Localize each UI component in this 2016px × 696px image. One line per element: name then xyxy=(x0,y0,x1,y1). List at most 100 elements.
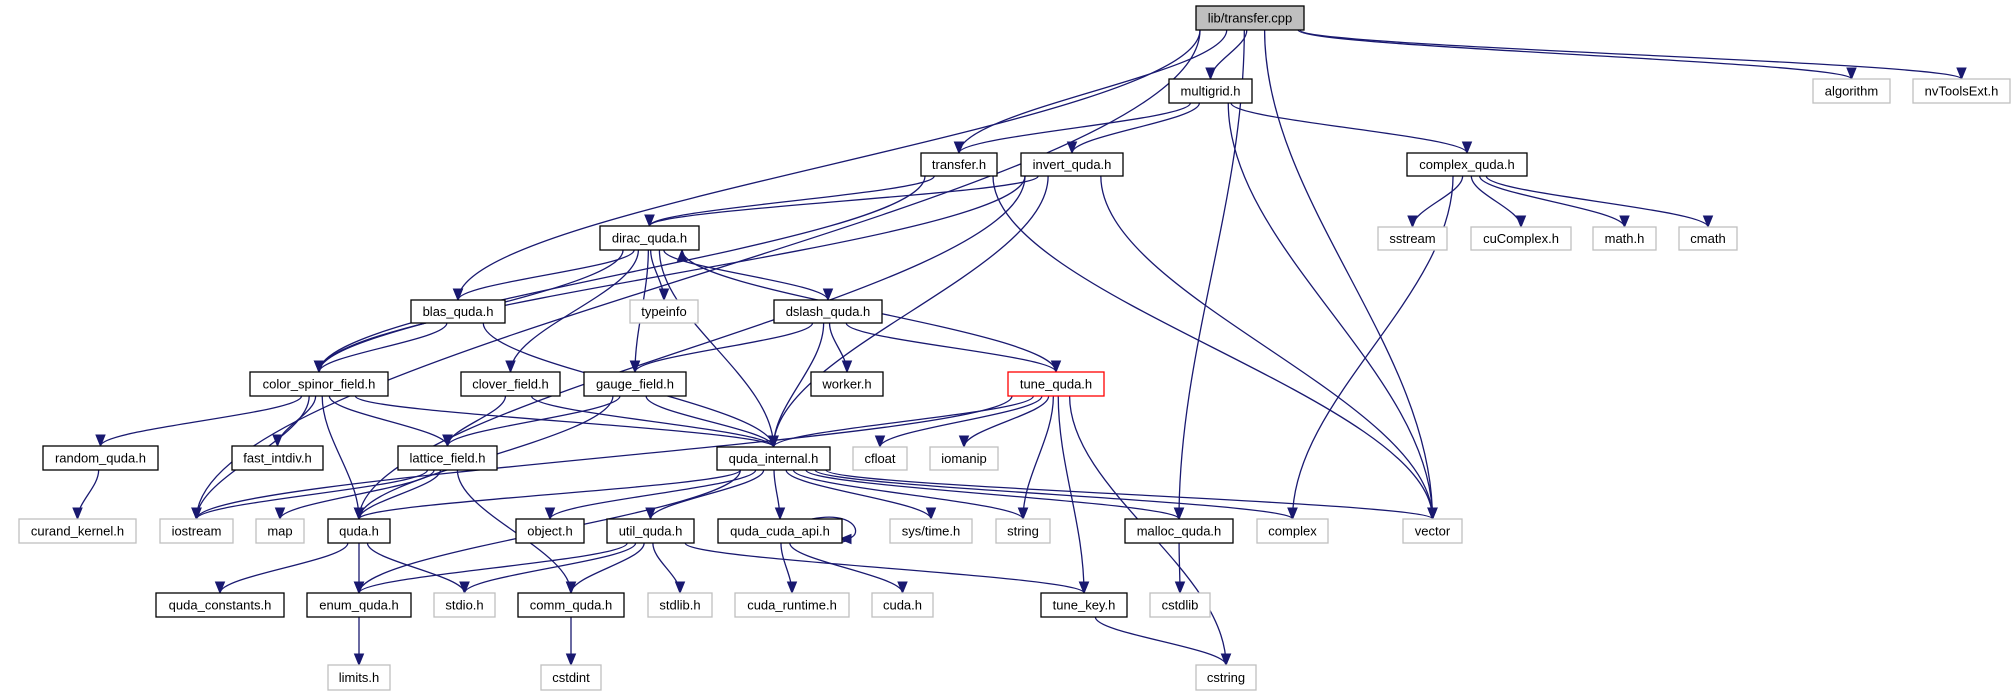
node-transfer-h[interactable]: transfer.h xyxy=(920,152,998,177)
node-dirac-quda-h[interactable]: dirac_quda.h xyxy=(599,225,700,251)
node-box xyxy=(599,225,700,251)
arrowhead-icon xyxy=(565,581,577,595)
edge-gauge-field-h-to-lattice-field-h xyxy=(442,395,621,448)
node-invert-quda-h[interactable]: invert_quda.h xyxy=(1020,152,1124,177)
edge-line xyxy=(1057,395,1085,594)
node-clover-field-h[interactable]: clover_field.h xyxy=(460,371,561,397)
edge-line xyxy=(1094,616,1227,666)
node-fast-intdiv-h[interactable]: fast_intdiv.h xyxy=(231,445,324,471)
arrowhead-icon xyxy=(72,507,83,521)
edge-line xyxy=(792,469,1024,520)
node-box xyxy=(995,518,1051,544)
node-quda-h[interactable]: quda.h xyxy=(327,518,391,544)
node-object-h[interactable]: object.h xyxy=(515,518,585,544)
node-label: math.h xyxy=(1605,231,1645,246)
node-comm-quda-h[interactable]: comm_quda.h xyxy=(517,592,625,618)
node-label: nvToolsExt.h xyxy=(1925,84,1999,99)
node-box xyxy=(1406,152,1528,177)
node-label: curand_kernel.h xyxy=(31,524,124,539)
edge-transfer-cpp-to-algorithm xyxy=(1297,29,1857,81)
node-box xyxy=(606,518,695,544)
node-worker-h[interactable]: worker.h xyxy=(810,371,884,397)
edge-dirac-quda-h-to-typeinfo xyxy=(650,249,670,302)
node-cstring: cstring xyxy=(1195,664,1257,691)
arrowhead-icon xyxy=(274,507,286,521)
node-box xyxy=(1124,518,1234,544)
node-multigrid-h[interactable]: multigrid.h xyxy=(1168,78,1253,104)
node-label: quda.h xyxy=(339,524,379,539)
node-label: complex xyxy=(1268,524,1317,539)
arrowhead-icon xyxy=(1619,215,1630,229)
node-gauge-field-h[interactable]: gauge_field.h xyxy=(583,371,687,397)
node-enum-quda-h[interactable]: enum_quda.h xyxy=(306,592,412,618)
edge-line xyxy=(652,542,681,594)
edge-line xyxy=(684,542,1085,594)
edge-transfer-h-to-vector xyxy=(992,175,1438,521)
node-nvToolsExt-h: nvToolsExt.h xyxy=(1912,78,2011,104)
node-box xyxy=(889,518,973,544)
edge-line xyxy=(358,469,741,520)
node-quda-constants-h[interactable]: quda_constants.h xyxy=(155,592,285,618)
edge-quda-internal-h-to-string xyxy=(792,469,1029,521)
node-label: quda_cuda_api.h xyxy=(730,524,830,539)
node-math-h: math.h xyxy=(1592,226,1657,251)
node-tune-quda-h[interactable]: tune_quda.h xyxy=(1007,371,1105,397)
node-box xyxy=(852,446,908,471)
node-box xyxy=(1402,518,1463,544)
edge-line xyxy=(963,395,1050,448)
node-label: malloc_quda.h xyxy=(1137,524,1222,539)
node-label: algorithm xyxy=(1825,84,1878,99)
edge-line xyxy=(457,249,635,301)
node-label: blas_quda.h xyxy=(423,304,494,319)
edge-quda-cuda-api-h-to-cuda-h xyxy=(789,542,908,595)
node-box xyxy=(397,445,498,471)
edge-line xyxy=(825,469,1434,520)
node-box xyxy=(810,371,884,397)
edge-gauge-field-h-to-quda-internal-h xyxy=(645,395,779,449)
edge-line xyxy=(446,395,621,447)
node-util-quda-h[interactable]: util_quda.h xyxy=(606,518,695,544)
node-tune-key-h[interactable]: tune_key.h xyxy=(1040,592,1128,618)
edge-line xyxy=(1230,102,1468,154)
node-box xyxy=(583,371,687,397)
node-blas-quda-h[interactable]: blas_quda.h xyxy=(410,299,506,324)
node-color-spinor-field-h[interactable]: color_spinor_field.h xyxy=(249,371,389,397)
node-cstdint: cstdint xyxy=(540,664,602,691)
node-lattice-field-h[interactable]: lattice_field.h xyxy=(397,445,498,471)
edge-line xyxy=(530,395,775,448)
edge-line xyxy=(463,542,637,594)
node-malloc-quda-h[interactable]: malloc_quda.h xyxy=(1124,518,1234,544)
node-label: cfloat xyxy=(864,451,895,466)
node-algorithm: algorithm xyxy=(1812,78,1891,104)
node-quda-internal-h[interactable]: quda_internal.h xyxy=(716,446,831,471)
arrowhead-icon xyxy=(768,435,779,449)
arrowhead-icon xyxy=(1846,67,1857,81)
node-map: map xyxy=(255,518,305,544)
node-dslash-quda-h[interactable]: dslash_quda.h xyxy=(773,299,883,324)
edge-quda-internal-h-to-object-h xyxy=(544,469,757,521)
edge-line xyxy=(318,175,926,373)
arrowhead-icon xyxy=(658,288,670,302)
arrowhead-icon xyxy=(1956,67,1967,81)
node-box xyxy=(231,445,324,471)
node-quda-cuda-api-h[interactable]: quda_cuda_api.h xyxy=(717,518,843,544)
node-random-quda-h[interactable]: random_quda.h xyxy=(42,445,159,471)
edge-line xyxy=(318,322,448,373)
node-box xyxy=(1020,152,1124,177)
node-box xyxy=(155,592,285,618)
node-label: cuda_runtime.h xyxy=(747,598,837,613)
arrowhead-icon xyxy=(841,360,853,374)
node-transfer-cpp[interactable]: lib/transfer.cpp xyxy=(1195,5,1305,31)
edge-line xyxy=(649,469,765,520)
edge-quda-h-to-quda-constants-h xyxy=(214,542,349,595)
arrowhead-icon xyxy=(953,141,965,155)
node-label: color_spinor_field.h xyxy=(263,377,376,392)
node-complex-quda-h[interactable]: complex_quda.h xyxy=(1406,152,1528,177)
edge-line xyxy=(321,395,360,520)
node-box xyxy=(1592,226,1657,251)
node-box xyxy=(249,371,389,397)
node-box xyxy=(159,518,234,544)
edge-line xyxy=(318,175,1026,373)
node-label: map xyxy=(267,524,292,539)
